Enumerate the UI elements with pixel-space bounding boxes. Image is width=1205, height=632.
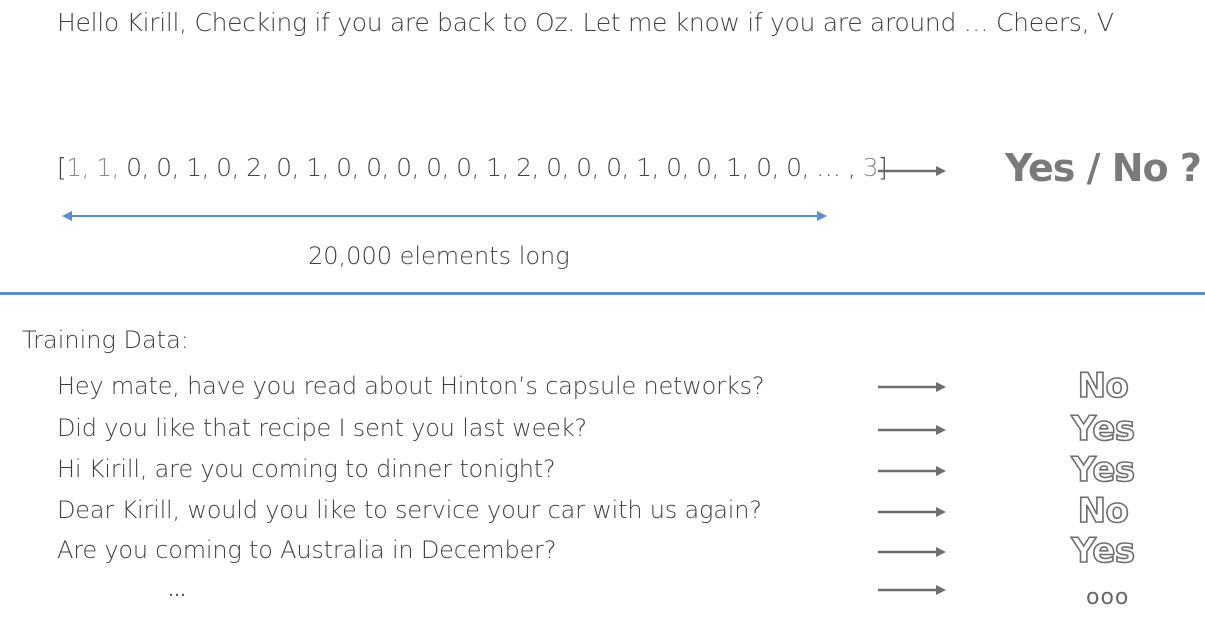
right-arrow-icon [878,507,946,517]
vector-body: 0, 0, 1, 0, 2, 0, 1, 0, 0, 0, 0, 0, 1, 2… [118,153,863,182]
vector-length-label: 20,000 elements long [308,242,570,270]
right-arrow-icon [878,425,946,435]
right-arrow-icon [878,382,946,392]
right-arrow-icon [878,585,946,595]
training-message: Are you coming to Australia in December? [57,536,557,564]
training-label: No [1077,365,1130,407]
training-message: Dear Kirill, would you like to service y… [57,496,762,524]
more-labels-dots: ooo [1086,585,1130,610]
training-message: Hi Kirill, are you coming to dinner toni… [57,455,556,483]
right-arrow-icon [878,547,946,557]
section-divider [0,292,1205,295]
training-label: Yes [1071,449,1136,491]
more-messages-ellipsis: … [168,580,186,601]
training-label: No [1077,490,1130,532]
vector-close-bracket: ] [877,153,888,182]
training-label: Yes [1071,530,1136,572]
vector-prefix: 1, 1, [66,153,119,182]
training-label: Yes [1071,408,1136,450]
prediction-question: Yes / No ? [1005,146,1202,190]
vector-open-bracket: [ [57,153,67,182]
right-arrow-icon [878,166,946,176]
double-headed-arrow-icon [62,211,827,221]
right-arrow-icon [878,466,946,476]
vector-suffix: 3 [862,153,879,182]
feature-vector: [1, 1, 0, 0, 1, 0, 2, 0, 1, 0, 0, 0, 0, … [57,153,888,182]
training-message: Did you like that recipe I sent you last… [57,414,587,442]
email-greeting-text: Hello Kirill, Checking if you are back t… [57,8,1114,37]
training-message: Hey mate, have you read about Hinton’s c… [57,372,765,400]
training-data-title: Training Data: [22,326,189,354]
